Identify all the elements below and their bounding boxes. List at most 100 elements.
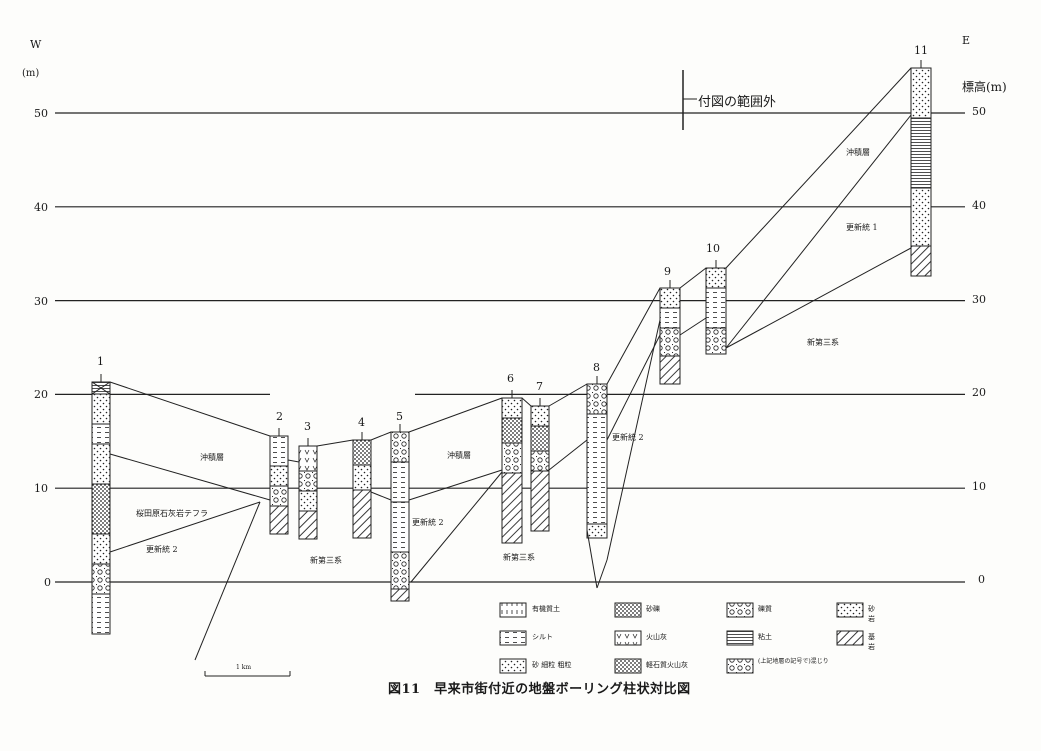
correlation-line-19: [725, 114, 912, 349]
figure-title: 図11 早来市街付近の地盤ボーリング柱状対比図: [388, 682, 691, 697]
borehole-3-layer-4: [298, 510, 318, 540]
layer-terrace-mid5: 更新統 2: [412, 518, 444, 527]
correlation-line-11: [679, 267, 707, 289]
scale-bar-label: 1 km: [236, 664, 252, 671]
borehole-7-layer-1: [530, 405, 550, 427]
borehole-number-1: 1: [97, 355, 104, 368]
legend: 有機質土 砂礫 礫質 砂岩 シルト 火山灰 粘土 基岩 砂 細粒 粗粒 軽石質火…: [500, 600, 880, 680]
correlation-line-8: [521, 397, 532, 407]
borehole-number-5: 5: [396, 410, 403, 423]
layer-neogene-left: 新第三系: [310, 556, 342, 565]
borehole-3-layer-2: [298, 470, 318, 492]
borehole-7-layer-3: [530, 450, 550, 472]
legend-label-cobble: 礫質: [758, 605, 772, 613]
correlation-line-9: [548, 383, 588, 407]
correlation-line-10: [606, 287, 661, 385]
legend-label-pumice: 軽石質火山灰: [646, 661, 688, 669]
right-tick-30: 30: [972, 293, 986, 306]
borehole-number-9: 9: [664, 265, 671, 278]
layer-neogene-right: 新第三系: [807, 338, 839, 347]
legend-swatch-ash: [614, 630, 642, 646]
correlation-line-12: [725, 67, 912, 269]
layer-terrace-mid8: 更新統 2: [612, 433, 644, 442]
borehole-1-layer-2: [91, 393, 111, 425]
left-tick-50: 50: [34, 107, 48, 120]
correlation-line-5: [316, 439, 354, 447]
borehole-9-layer-2: [659, 307, 681, 329]
borehole-7-layer-2: [530, 425, 550, 452]
correlation-line-21: [194, 501, 261, 661]
borehole-11-layer-4: [910, 245, 932, 277]
correlation-line-17: [679, 317, 707, 336]
borehole-9-layer-3: [659, 327, 681, 357]
borehole-4-layer-3: [352, 489, 372, 539]
borehole-8-layer-1: [586, 383, 608, 415]
right-direction-label: E: [962, 34, 971, 47]
borehole-number-3: 3: [304, 420, 311, 433]
legend-label-silt: シルト: [532, 633, 553, 641]
left-tick-40: 40: [34, 201, 48, 214]
legend-swatch-sand: [836, 602, 864, 618]
right-tick-50: 50: [972, 105, 986, 118]
legend-swatch-gravel: [614, 602, 642, 618]
borehole-8-layer-2: [586, 413, 608, 525]
borehole-5-layer-3: [390, 501, 410, 553]
left-unit-label: (m): [22, 68, 40, 79]
legend-label-bedrock: 基岩: [868, 633, 875, 651]
borehole-10-layer-2: [705, 287, 727, 329]
layer-tephra: 桜田原石灰岩テフラ: [136, 509, 208, 518]
borehole-1-layer-3: [91, 423, 111, 445]
left-tick-10: 10: [34, 482, 48, 495]
borehole-6-layer-2: [501, 417, 523, 444]
borehole-2-layer-4: [269, 505, 289, 535]
borehole-3-layer-1: [298, 445, 318, 472]
legend-label-clay: 粘土: [758, 633, 772, 641]
legend-label-gravel: 砂礫: [646, 605, 660, 613]
borehole-2-layer-2: [269, 465, 289, 487]
layer-chuseki-right: 沖積層: [846, 148, 870, 157]
correlation-line-4: [287, 459, 300, 463]
borehole-5-layer-4: [390, 551, 410, 590]
legend-swatch-clay: [726, 630, 754, 646]
borehole-number-7: 7: [536, 380, 543, 393]
correlation-line-18: [725, 247, 912, 349]
correlation-line-23: [596, 559, 608, 589]
borehole-number-8: 8: [593, 361, 600, 374]
correlation-line-22: [586, 529, 598, 589]
correlation-line-13: [370, 491, 392, 501]
right-tick-40: 40: [972, 199, 986, 212]
correlation-line-7: [408, 397, 503, 433]
borehole-number-2: 2: [276, 410, 283, 423]
borehole-number-11: 11: [914, 44, 928, 57]
borehole-1-layer-5: [91, 483, 111, 535]
borehole-1-layer-8: [91, 593, 111, 635]
correlation-line-1: [109, 381, 271, 437]
right-unit-label: 標高(m): [962, 80, 1007, 94]
legend-label-mixed: (上記地層の記号で)混じり: [758, 658, 829, 665]
correlation-line-3: [109, 501, 261, 553]
legend-swatch-cobble: [726, 602, 754, 618]
correlation-line-14: [408, 469, 503, 501]
legend-label-ash: 火山灰: [646, 633, 667, 641]
legend-swatch-bedrock: [836, 630, 864, 646]
legend-label-sand: 砂岩: [868, 605, 875, 623]
correlation-line-24: [606, 319, 661, 561]
borehole-4-layer-1: [352, 439, 372, 466]
borehole-number-4: 4: [358, 416, 365, 429]
borehole-number-6: 6: [507, 372, 514, 385]
borehole-11-layer-2: [910, 117, 932, 189]
layer-chuseki-left: 沖積層: [200, 453, 224, 462]
borehole-1-cross-b: [91, 381, 111, 395]
borehole-1-layer-6: [91, 533, 111, 565]
borehole-5-layer-2: [390, 461, 410, 503]
borehole-7-layer-4: [530, 470, 550, 532]
borehole-9-layer-1: [659, 287, 681, 309]
borehole-8-layer-3: [586, 523, 608, 539]
layer-chuseki-mid: 沖積層: [447, 451, 471, 460]
legend-swatch-silt: [499, 630, 527, 646]
borehole-2-layer-1: [269, 435, 289, 467]
layer-terrace-right: 更新統 1: [846, 223, 878, 232]
borehole-6-layer-3: [501, 442, 523, 474]
borehole-10-layer-1: [705, 267, 727, 289]
